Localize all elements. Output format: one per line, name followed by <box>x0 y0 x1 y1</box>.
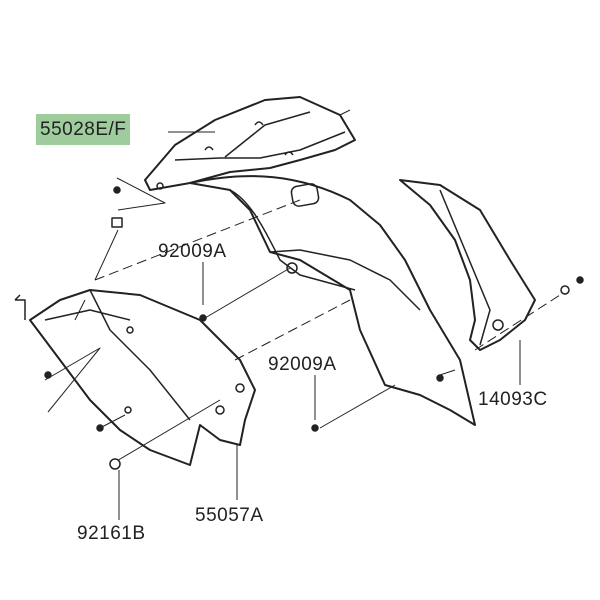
main-panel <box>189 175 476 426</box>
part-label-92161b[interactable]: 92161B <box>77 523 146 544</box>
part-label-92009a-upper[interactable]: 92009A <box>158 241 227 262</box>
left-panel-part <box>14 289 256 466</box>
part-label-92009a-lower[interactable]: 92009A <box>268 354 337 375</box>
part-label-14093c[interactable]: 14093C <box>478 389 548 410</box>
assembly-lines <box>44 109 561 520</box>
right-cover-part <box>399 179 536 351</box>
fasteners <box>44 186 584 470</box>
part-label-55057a[interactable]: 55057A <box>195 505 264 526</box>
part-label-55028[interactable]: 55028E/F <box>36 114 131 145</box>
